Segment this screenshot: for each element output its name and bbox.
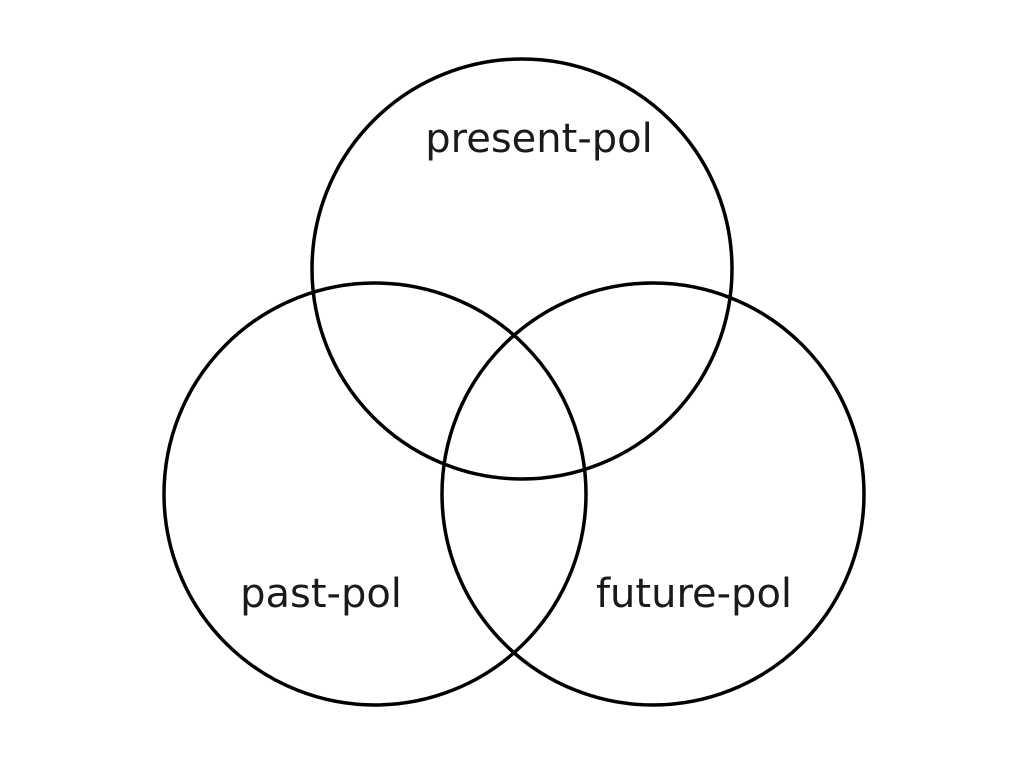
venn-circle-future-pol [440,281,866,707]
venn-label-present-pol: present-pol [425,116,652,162]
venn-circle-past-pol [162,281,588,707]
venn-circle-present-pol [310,57,734,481]
venn-label-future-pol: future-pol [596,571,792,617]
venn-label-past-pol: past-pol [240,571,402,617]
